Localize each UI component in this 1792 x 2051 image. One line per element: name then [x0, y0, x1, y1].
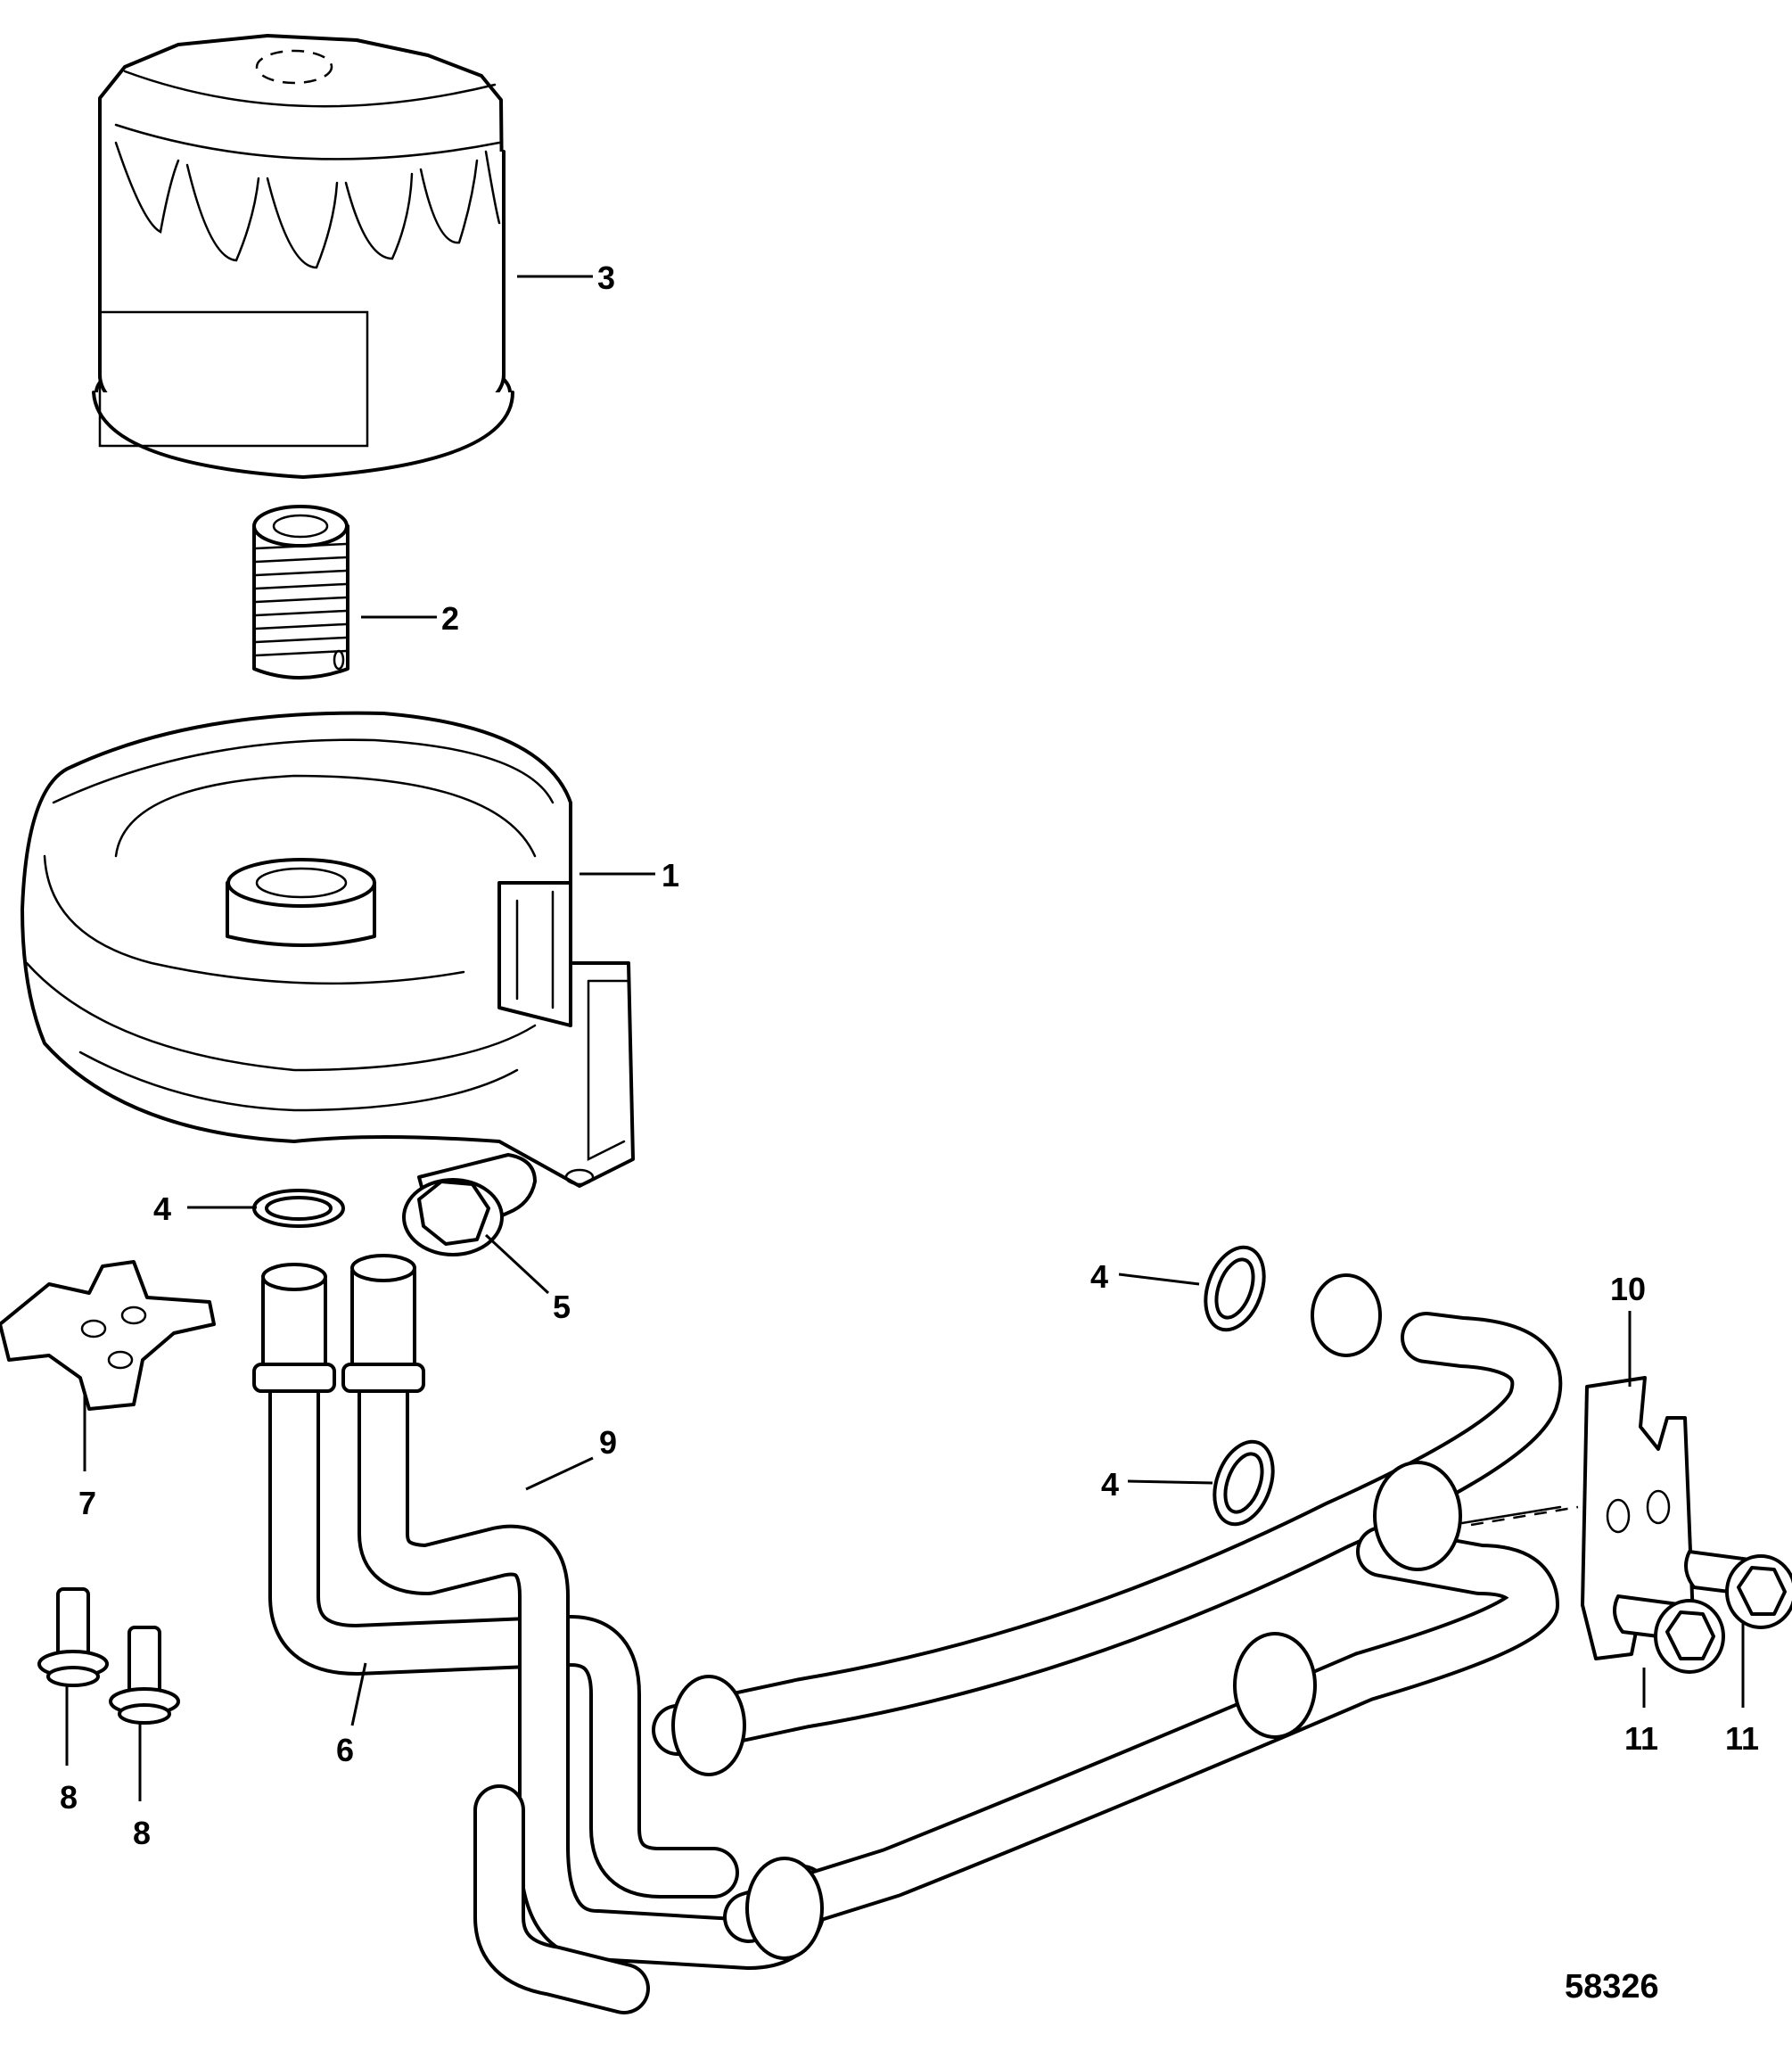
oil-filter-part: [92, 34, 514, 479]
callout-3: 3: [597, 259, 615, 296]
callout-7: 7: [78, 1485, 96, 1521]
bolt-left-part: [1613, 1594, 1725, 1674]
stud-left-part: [37, 1587, 109, 1687]
callout-4-right-lower: 4: [1101, 1466, 1119, 1503]
o-ring-top-part: [252, 1189, 345, 1228]
callout-4-right-upper: 4: [1090, 1258, 1108, 1295]
callout-10: 10: [1610, 1271, 1646, 1307]
threaded-adapter-part: [252, 505, 349, 680]
callout-8-right: 8: [133, 1815, 151, 1851]
callout-11-right: 11: [1725, 1720, 1759, 1757]
callout-2: 2: [441, 600, 459, 637]
callout-9: 9: [599, 1424, 617, 1461]
callout-11-left: 11: [1624, 1720, 1658, 1757]
o-ring-right-lower-part: [1212, 1439, 1275, 1527]
callout-6: 6: [336, 1732, 354, 1768]
hose-assembly-part: [252, 1254, 1579, 2014]
leader-lines: [65, 275, 1745, 1801]
filter-adapter-housing-part: [21, 711, 635, 1188]
bolt-part: [402, 1153, 537, 1256]
callout-8-left: 8: [60, 1779, 78, 1816]
stud-right-part: [109, 1626, 180, 1725]
bolt-right-part: [1684, 1550, 1792, 1629]
figure-number: 58326: [1565, 1968, 1659, 2006]
mounting-plate-part: [0, 1260, 216, 1411]
callout-1: 1: [662, 857, 679, 894]
callout-5: 5: [553, 1289, 571, 1325]
o-ring-right-upper-part: [1204, 1245, 1266, 1332]
callout-4-top: 4: [153, 1190, 171, 1227]
